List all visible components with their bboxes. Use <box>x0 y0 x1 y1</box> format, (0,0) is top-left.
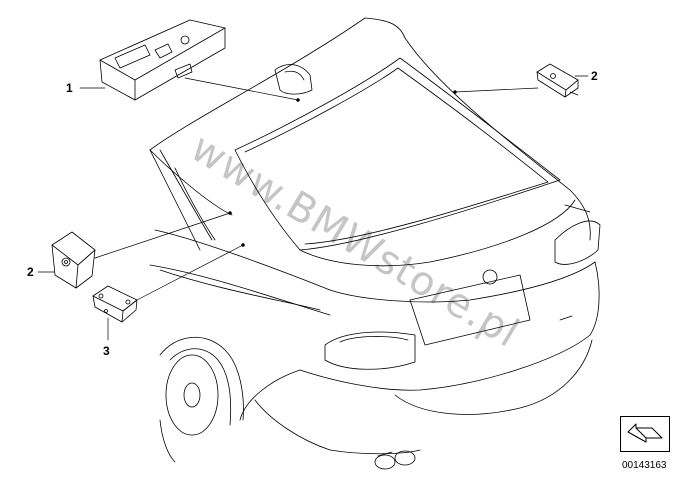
callout-2-left: 2 <box>27 265 34 279</box>
navigation-box[interactable] <box>620 416 670 452</box>
callout-1: 1 <box>66 81 73 95</box>
part-2-right-module <box>536 63 579 98</box>
part-3-module <box>92 285 138 323</box>
leader-1-part <box>184 77 299 101</box>
car-outline <box>149 17 601 470</box>
part-2-left-module <box>51 231 96 289</box>
part-1-antenna-amplifier <box>99 19 226 101</box>
leader-2l-part <box>94 212 231 259</box>
diagram-number: 00143163 <box>622 460 667 471</box>
callout-3: 3 <box>103 344 110 358</box>
watermark-text: www.BMWstore.pl <box>182 124 528 358</box>
callout-2-right: 2 <box>591 69 598 83</box>
leader-3-part <box>136 244 244 301</box>
leader-2r-part <box>454 87 539 93</box>
leader-lines <box>37 75 589 341</box>
